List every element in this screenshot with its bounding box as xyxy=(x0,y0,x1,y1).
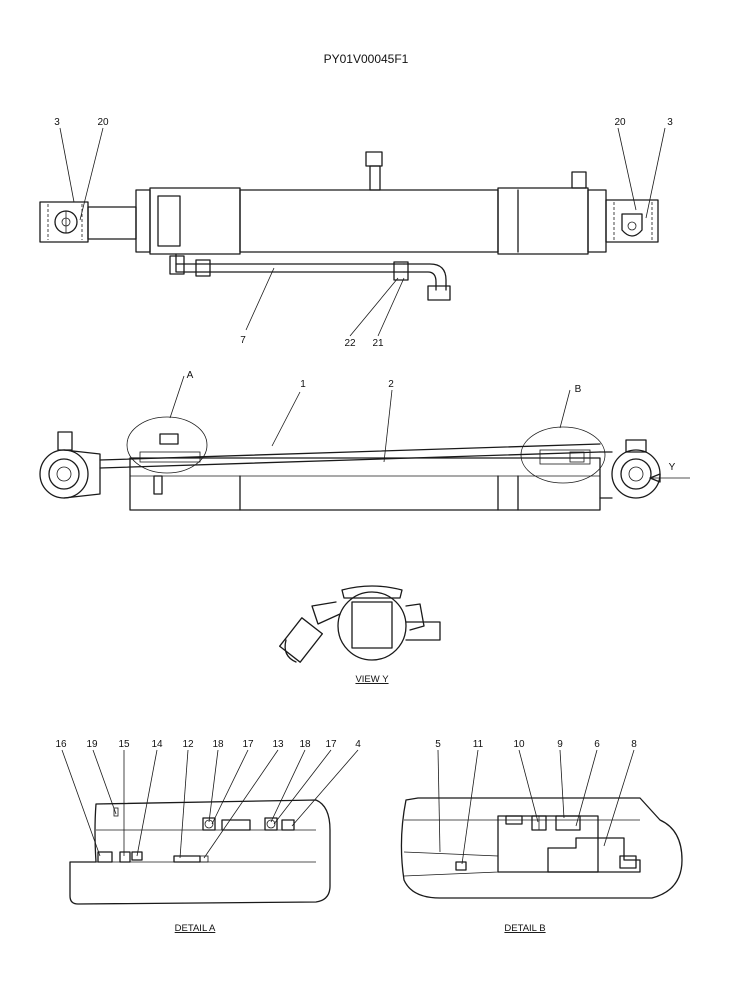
callout-1: 1 xyxy=(300,379,306,390)
top-leaders xyxy=(59,127,666,337)
callout-4: 4 xyxy=(355,739,361,750)
callout-9: 9 xyxy=(557,739,563,750)
callout-16: 16 xyxy=(55,739,67,750)
view-y-caption: VIEW Y xyxy=(355,674,389,685)
view-y-marker: Y xyxy=(669,462,676,473)
drawing-number: PY01V00045F1 xyxy=(324,52,409,66)
callout-19: 19 xyxy=(86,739,98,750)
detail-b-leaders xyxy=(437,749,635,865)
callout-21: 21 xyxy=(372,338,384,349)
callout-8: 8 xyxy=(631,739,637,750)
detail-a-drawing xyxy=(69,799,331,905)
callout-20-left: 20 xyxy=(97,117,109,128)
view-y-drawing xyxy=(279,585,441,663)
callout-7: 7 xyxy=(240,335,246,346)
cylinder-section-view xyxy=(39,416,690,511)
callout-10: 10 xyxy=(513,739,525,750)
callout-20-right: 20 xyxy=(614,117,626,128)
callout-17-b: 17 xyxy=(325,739,337,750)
callout-12: 12 xyxy=(182,739,194,750)
detail-a-marker: A xyxy=(187,370,194,381)
callout-5: 5 xyxy=(435,739,441,750)
callout-18-a: 18 xyxy=(212,739,224,750)
callout-13: 13 xyxy=(272,739,284,750)
detail-b-caption: DETAIL B xyxy=(504,923,545,934)
section-leaders xyxy=(169,375,571,463)
callout-3-left: 3 xyxy=(54,117,60,128)
callout-11: 11 xyxy=(473,739,484,750)
callout-15: 15 xyxy=(118,739,130,750)
callout-6: 6 xyxy=(594,739,600,750)
detail-a-caption: DETAIL A xyxy=(175,923,216,934)
callout-18-b: 18 xyxy=(299,739,311,750)
callout-22: 22 xyxy=(344,338,356,349)
callout-3-right: 3 xyxy=(667,117,673,128)
callout-14: 14 xyxy=(151,739,163,750)
callout-17-a: 17 xyxy=(242,739,254,750)
detail-b-marker: B xyxy=(575,384,582,395)
callout-2: 2 xyxy=(388,379,394,390)
cylinder-top-view xyxy=(39,151,659,301)
detail-b-drawing xyxy=(400,797,683,899)
detail-a-leaders xyxy=(61,749,359,859)
